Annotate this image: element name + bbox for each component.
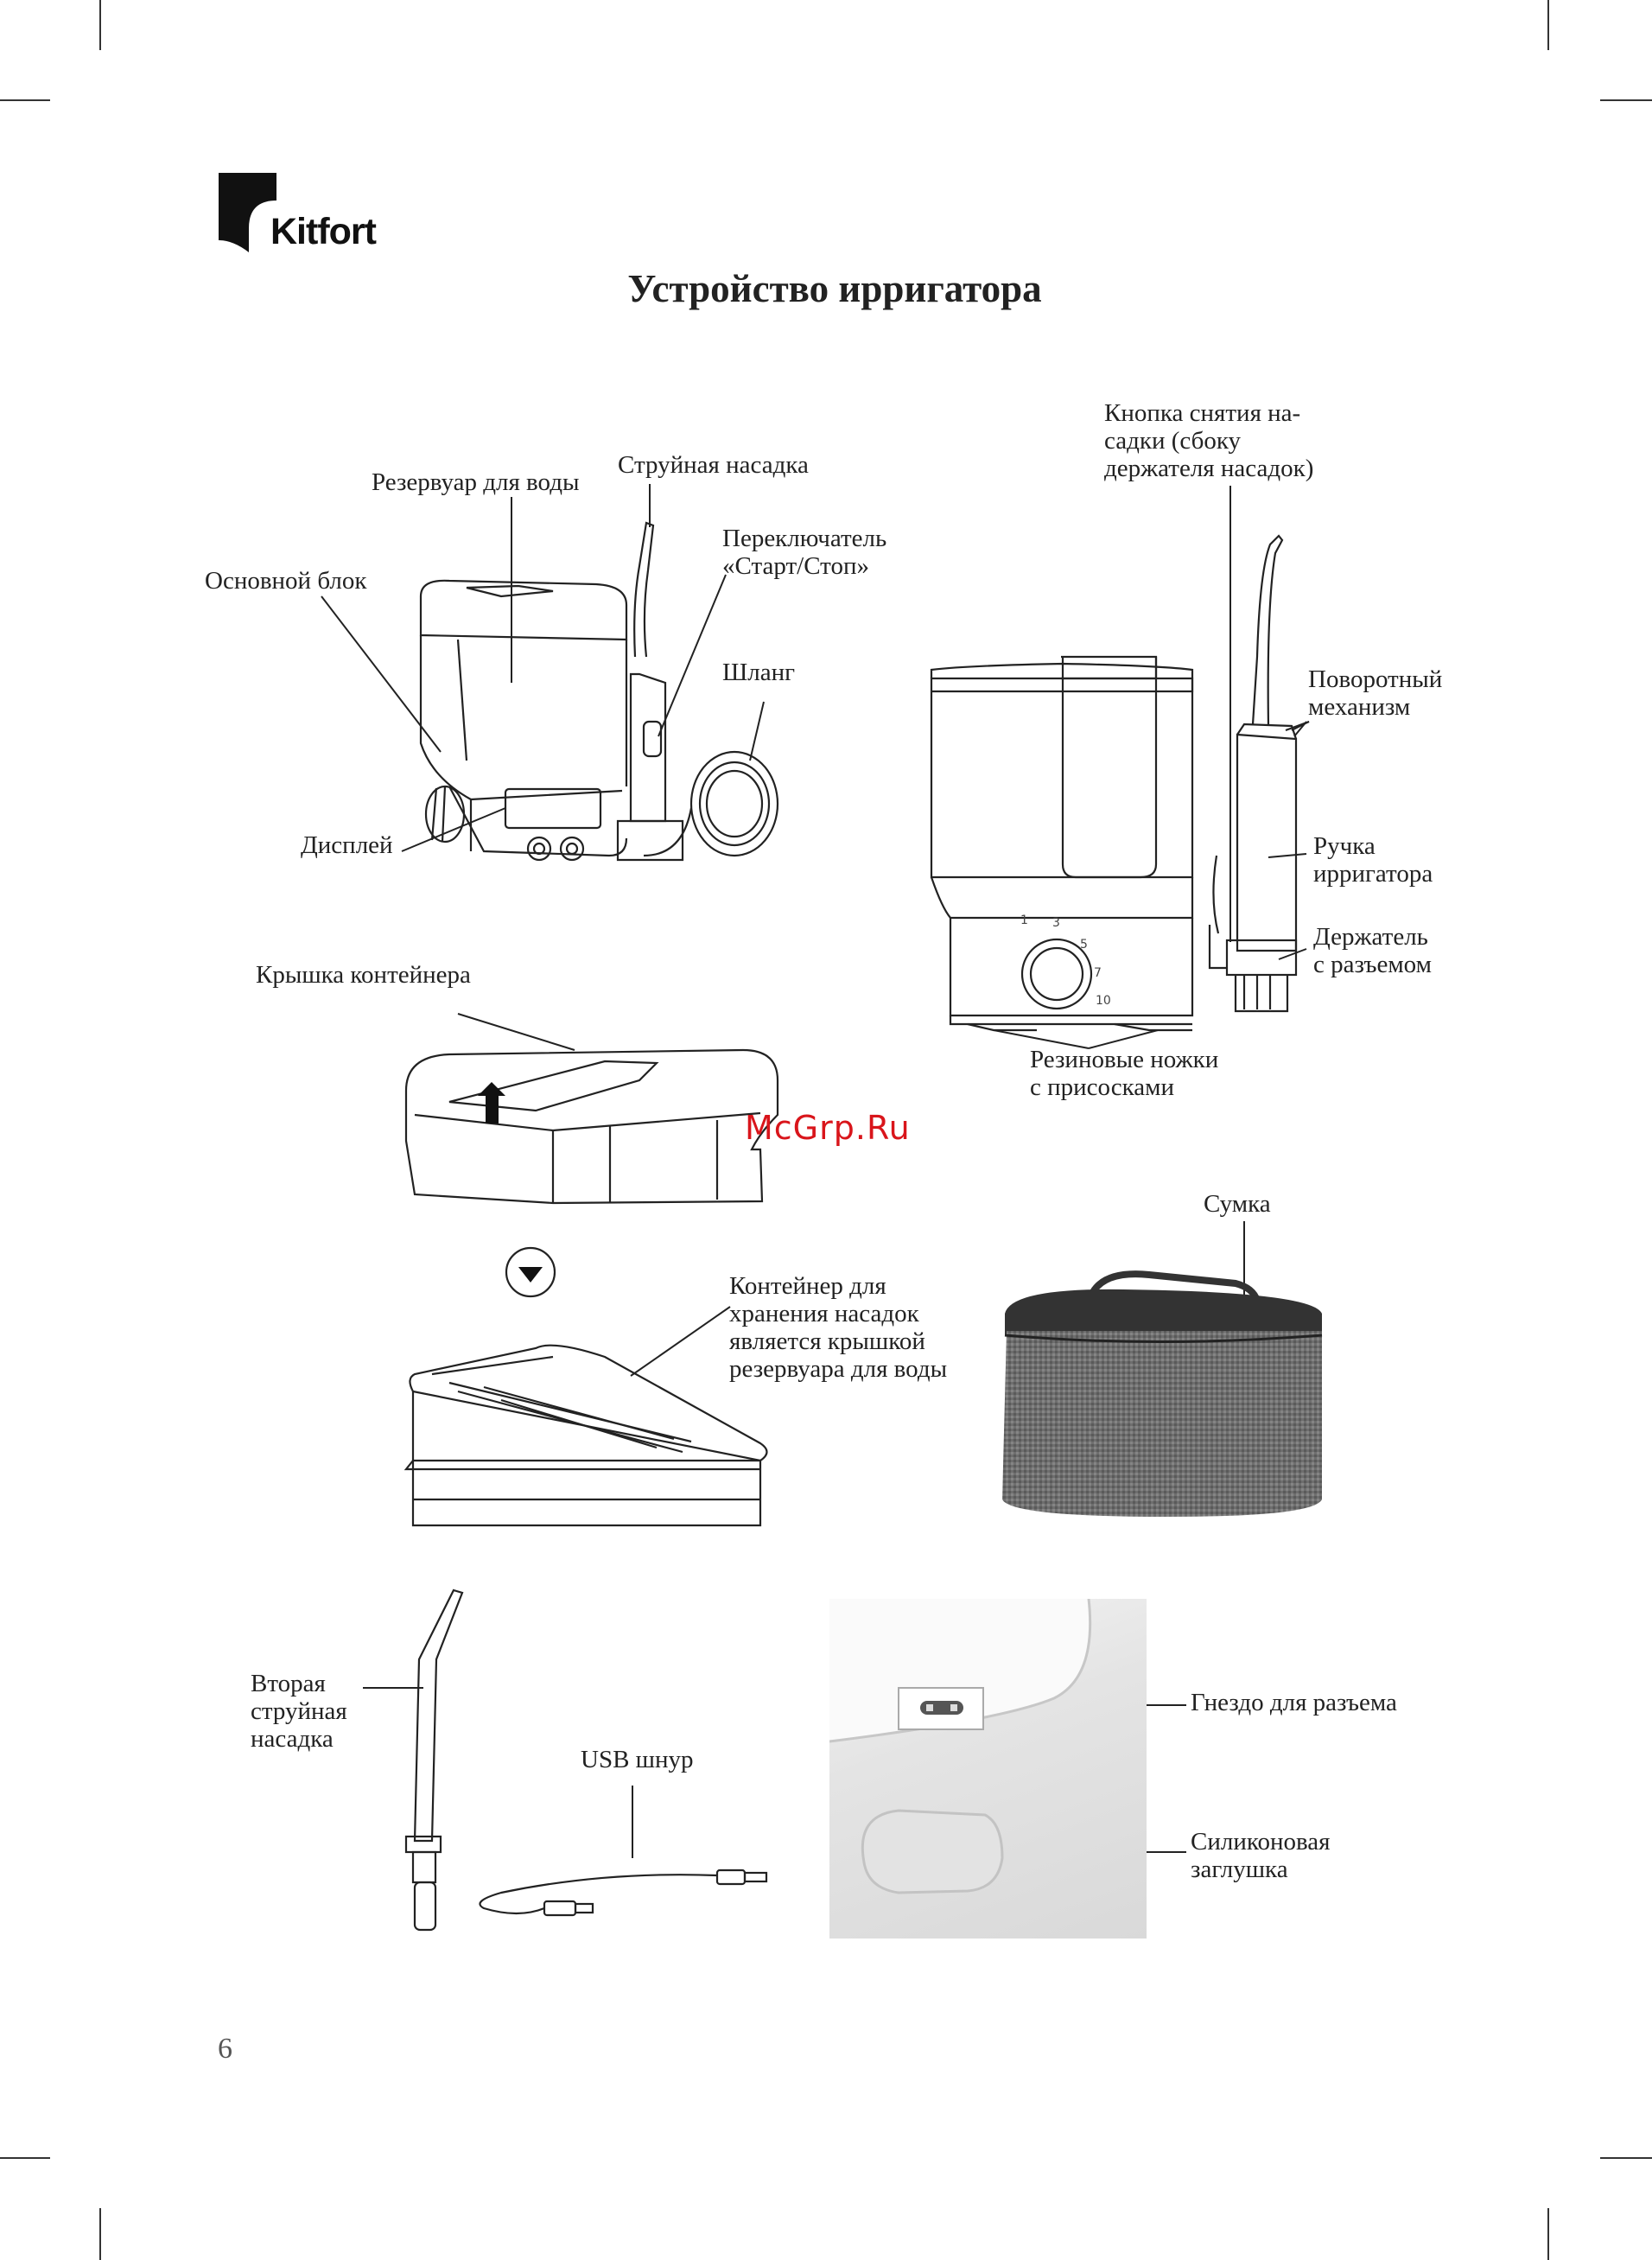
label-switch: Переключатель «Старт/Стоп» bbox=[722, 525, 886, 580]
label-holder-line: Держатель bbox=[1313, 923, 1428, 951]
label-socket: Гнездо для разъема bbox=[1191, 1689, 1397, 1716]
label-display: Дисплей bbox=[301, 831, 393, 859]
watermark: McGrp.Ru bbox=[745, 1109, 911, 1147]
main-unit-drawing bbox=[419, 521, 779, 862]
second-nozzle-drawing bbox=[404, 1588, 464, 1932]
label-container-lid: Крышка контейнера bbox=[256, 961, 471, 989]
label-container: Контейнер для хранения насадок является … bbox=[729, 1272, 947, 1383]
label-container-line: Контейнер для bbox=[729, 1272, 886, 1300]
socket-photo bbox=[829, 1599, 1147, 1939]
label-second-nozzle: Вторая струйная насадка bbox=[251, 1670, 347, 1753]
label-holder: Держатель с разъемом bbox=[1313, 923, 1432, 978]
label-rotary-line: механизм bbox=[1308, 693, 1411, 721]
usb-cable-drawing bbox=[479, 1868, 768, 1917]
label-container-line: является крышкой bbox=[729, 1327, 925, 1355]
dial-mark: 7 bbox=[1094, 966, 1102, 980]
label-switch-line: «Старт/Стоп» bbox=[722, 552, 869, 580]
label-second-nozzle-line: Вторая bbox=[251, 1670, 326, 1697]
label-handle: Ручка ирригатора bbox=[1313, 832, 1433, 888]
label-switch-line: Переключатель bbox=[722, 525, 887, 552]
open-container-drawing bbox=[403, 1344, 768, 1527]
label-second-nozzle-line: насадка bbox=[251, 1725, 334, 1753]
label-feet-line: с присосками bbox=[1030, 1073, 1175, 1101]
label-holder-line: с разъемом bbox=[1313, 951, 1432, 978]
label-reservoir: Резервуар для воды bbox=[372, 468, 580, 496]
dial-mark: 5 bbox=[1080, 938, 1088, 952]
label-rotary: Поворотный механизм bbox=[1308, 665, 1442, 721]
label-container-line: хранения насадок bbox=[729, 1300, 919, 1327]
label-second-nozzle-line: струйная bbox=[251, 1697, 347, 1725]
side-unit-drawing bbox=[930, 534, 1298, 1032]
label-bag: Сумка bbox=[1204, 1190, 1271, 1218]
dial-mark: 10 bbox=[1096, 994, 1111, 1008]
label-plug: Силиконовая заглушка bbox=[1191, 1828, 1331, 1883]
label-hose: Шланг bbox=[722, 659, 796, 686]
dial-mark: 3 bbox=[1052, 916, 1060, 930]
label-handle-line: Ручка bbox=[1313, 832, 1376, 860]
label-plug-line: Силиконовая bbox=[1191, 1828, 1331, 1856]
label-rotary-line: Поворотный bbox=[1308, 665, 1443, 693]
label-release-button: Кнопка снятия на- садки (сбоку держателя… bbox=[1104, 399, 1313, 482]
label-usb: USB шнур bbox=[581, 1746, 694, 1773]
label-release-line: садки (сбоку bbox=[1104, 427, 1242, 455]
label-feet: Резиновые ножки с присосками bbox=[1030, 1046, 1218, 1101]
label-handle-line: ирригатора bbox=[1313, 860, 1433, 888]
dial-mark: 1 bbox=[1020, 914, 1028, 927]
label-jet-nozzle: Струйная насадка bbox=[618, 451, 809, 479]
page-number: 6 bbox=[218, 2033, 232, 2065]
label-feet-line: Резиновые ножки bbox=[1030, 1046, 1219, 1073]
page-title: Устройство ирригатора bbox=[627, 267, 1042, 310]
label-release-line: Кнопка снятия на- bbox=[1104, 399, 1301, 427]
label-release-line: держателя насадок) bbox=[1104, 455, 1314, 482]
label-plug-line: заглушка bbox=[1191, 1856, 1288, 1883]
container-lid-drawing bbox=[404, 1048, 779, 1205]
label-container-line: резервуара для воды bbox=[729, 1355, 948, 1383]
brand-logo: Kitfort bbox=[270, 211, 377, 252]
label-main-unit: Основной блок bbox=[205, 567, 367, 595]
